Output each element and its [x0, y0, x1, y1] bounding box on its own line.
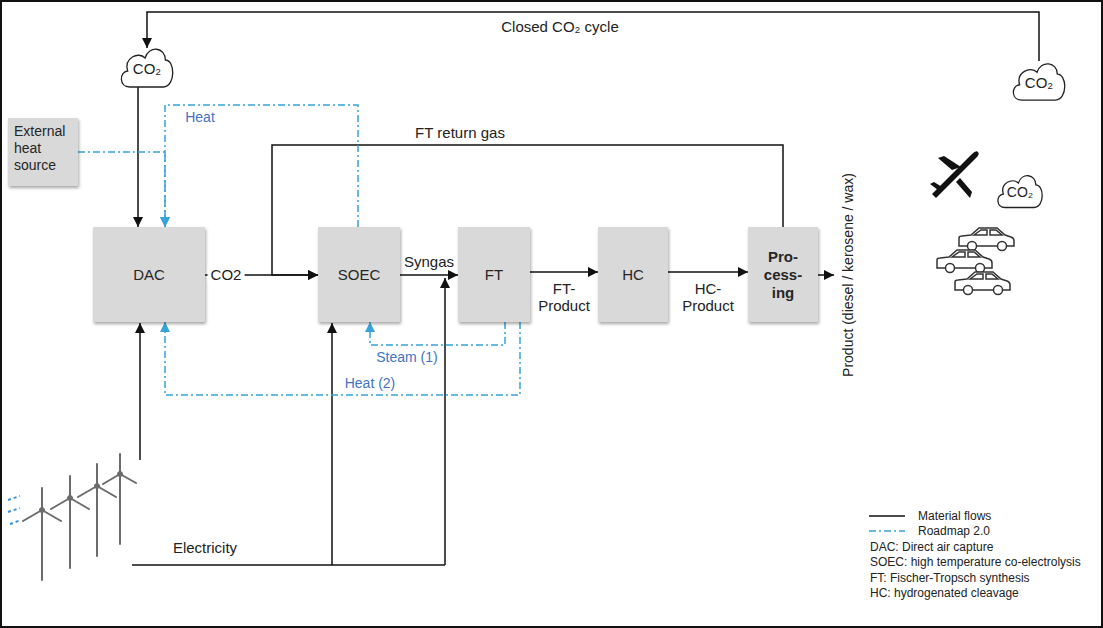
car-icon [959, 228, 1014, 251]
material-flow-line [137, 87, 139, 227]
flow-label: Heat [185, 109, 215, 125]
legend-text: SOEC: high temperature co-electrolysis [870, 555, 1081, 569]
process-box: HC [598, 227, 668, 322]
airplane-wing [956, 178, 972, 198]
cloud-shape [998, 176, 1042, 208]
wind-turbine [78, 464, 116, 556]
heat-flow-line [370, 322, 505, 345]
legend-row: HC: hydrogenated cleavage [868, 586, 1081, 602]
process-box: FT [458, 227, 530, 322]
car-wheel [998, 242, 1007, 251]
heat-flow-line [78, 152, 165, 227]
turbine-hub [68, 496, 73, 501]
node-text: FT [485, 266, 503, 283]
cars [937, 228, 1014, 295]
power-wire [139, 323, 141, 460]
airplane-tail [930, 182, 942, 190]
material-flow-line [147, 12, 1039, 61]
product-label: Product (diesel / kerosene / wax) [840, 173, 856, 377]
wind-strokes [8, 496, 21, 524]
flow-label: HC- Product [682, 280, 734, 315]
car-icon [937, 250, 992, 273]
flow-label: Heat (2) [345, 375, 396, 391]
node-text: External heat source [14, 123, 72, 173]
legend-row: FT: Fischer-Tropsch synthesis [868, 570, 1081, 586]
wind-turbine [51, 476, 89, 568]
legend-text: HC: hydrogenated cleavage [870, 586, 1019, 600]
product-arrow [818, 274, 834, 276]
wind-turbine [23, 488, 61, 580]
legend-text: Roadmap 2.0 [918, 524, 990, 538]
legend: Material flowsRoadmap 2.0DAC: Direct air… [868, 508, 1081, 601]
legend-text: Material flows [918, 509, 991, 523]
co2-cloud: CO₂ [118, 40, 176, 90]
process-box: DAC [93, 227, 205, 322]
node-text: CO₂ [133, 60, 161, 77]
legend-row: Material flows [868, 508, 1081, 524]
process-box: Pro- cess- ing [748, 227, 818, 322]
legend-line [869, 531, 905, 533]
legend-row: DAC: Direct air capture [868, 539, 1081, 555]
legend-line-sample [868, 526, 906, 536]
co2-cloud: CO₂ [995, 168, 1045, 210]
legend-line-sample [868, 511, 906, 521]
cloud-shape [1013, 64, 1064, 100]
car-wheel [994, 286, 1003, 295]
flow-label: FT return gas [415, 124, 505, 141]
node-text: HC [622, 266, 644, 283]
heat-flow-line [165, 105, 358, 227]
wind-stroke [10, 520, 21, 524]
wind-stroke [8, 508, 20, 512]
wind-stroke [8, 496, 20, 500]
power-wire [331, 323, 333, 565]
material-flow-line [530, 271, 598, 273]
heat-flow-line [165, 322, 520, 395]
car-window [970, 274, 998, 279]
legend-text: DAC: Direct air capture [870, 540, 993, 554]
wind-turbine [103, 454, 136, 544]
flow-label: FT- Product [538, 280, 590, 315]
legend-text: FT: Fischer-Tropsch synthesis [870, 571, 1030, 585]
car-window [952, 252, 980, 257]
car-wheel [968, 242, 977, 251]
car-wheel [964, 286, 973, 295]
material-flow-line [400, 274, 458, 276]
flow-label: Syngas [404, 253, 454, 270]
heat-source-box: External heat source [8, 118, 78, 186]
power-wire [132, 564, 445, 566]
car-wheel [946, 264, 955, 273]
power-label: Electricity [173, 539, 237, 556]
cloud-shape [121, 49, 172, 87]
co2-cloud: CO₂ [1010, 55, 1068, 103]
flow-label: CO2 [208, 266, 245, 283]
node-text: DAC [133, 266, 165, 283]
process-box: SOEC [318, 227, 400, 322]
flow-label: Steam (1) [376, 349, 437, 365]
power-wire [444, 278, 446, 565]
airplane-body [932, 151, 979, 198]
car-icon [955, 272, 1010, 295]
legend-row: Roadmap 2.0 [868, 524, 1081, 540]
wind-turbines [23, 454, 136, 580]
flow-label: Closed CO₂ cycle [501, 18, 619, 35]
car-wheel [976, 264, 985, 273]
legend-line [869, 515, 905, 517]
airplane-wing [938, 156, 961, 170]
legend-row: SOEC: high temperature co-electrolysis [868, 555, 1081, 571]
node-text: CO₂ [1025, 74, 1053, 91]
node-text: Pro- cess- ing [764, 248, 802, 302]
airplane-icon [930, 151, 979, 198]
node-text: SOEC [338, 266, 381, 283]
material-flow-line [668, 271, 748, 273]
turbine-hub [40, 508, 45, 513]
node-text: CO₂ [1007, 184, 1033, 200]
turbine-hub [118, 472, 123, 477]
car-window [974, 230, 1002, 235]
turbine-hub [95, 484, 100, 489]
